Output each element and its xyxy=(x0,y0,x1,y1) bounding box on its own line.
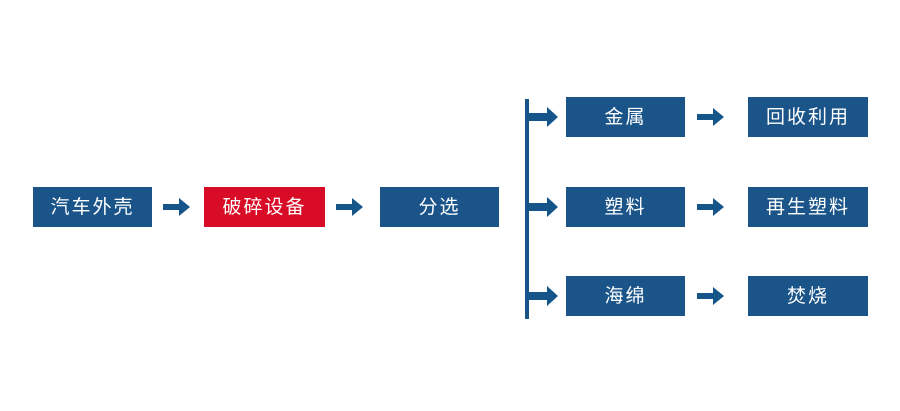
node-metal[interactable]: 金属 xyxy=(566,97,685,137)
arrow-right-icon xyxy=(163,196,191,218)
node-car-body[interactable]: 汽车外壳 xyxy=(33,187,152,227)
branch-connector-icon xyxy=(525,99,561,321)
node-incineration[interactable]: 焚烧 xyxy=(748,276,868,316)
arrow-right-icon xyxy=(697,196,725,218)
arrow-right-icon xyxy=(697,106,725,128)
node-sponge[interactable]: 海绵 xyxy=(566,276,685,316)
node-plastic[interactable]: 塑料 xyxy=(566,187,685,227)
node-recycling-reuse[interactable]: 回收利用 xyxy=(748,97,868,137)
node-sorting[interactable]: 分选 xyxy=(380,187,499,227)
node-shredding-equipment[interactable]: 破碎设备 xyxy=(204,187,325,227)
arrow-right-icon xyxy=(697,285,725,307)
node-recycled-plastic[interactable]: 再生塑料 xyxy=(748,187,868,227)
arrow-right-icon xyxy=(336,196,364,218)
